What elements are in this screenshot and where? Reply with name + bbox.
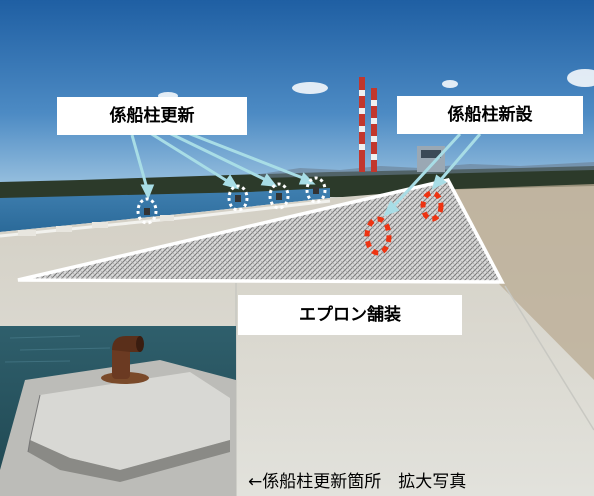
inset-caption: ←係船柱更新箇所 拡大写真: [248, 472, 467, 492]
bollard-new-label: 係船柱新設: [397, 96, 583, 134]
inset-photo: [0, 326, 236, 496]
bollard-marker: [136, 197, 158, 225]
apron-paving-label: エプロン舗装: [238, 295, 462, 335]
replacement-leader-lines: [130, 128, 316, 200]
new-bollard-markers: [364, 190, 444, 256]
clouds: [158, 69, 594, 100]
new-leader-lines: [383, 132, 482, 217]
chimneys: [359, 77, 377, 172]
sky: [0, 0, 594, 190]
bollard-marker-new: [364, 216, 392, 256]
bollard-replacement-label: 係船柱更新: [57, 97, 247, 135]
replacement-bollard-markers: [136, 176, 327, 225]
bollard-marker: [268, 182, 290, 210]
apron-paving-area: [17, 177, 505, 284]
quay-blocks: [18, 215, 174, 236]
bollard-marker: [227, 184, 249, 212]
bollard-marker: [305, 176, 327, 204]
plant-building: [417, 146, 445, 172]
bollard-marker-new: [420, 190, 444, 222]
